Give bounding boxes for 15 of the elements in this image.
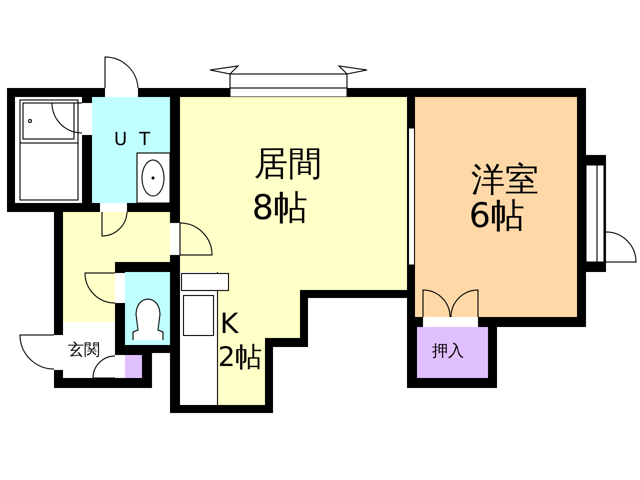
counter-top (180, 272, 228, 290)
room-label: 玄関 (68, 342, 100, 358)
room-label: 押入 (432, 343, 464, 359)
closet (417, 327, 488, 378)
room-label: UT (114, 131, 162, 149)
room-label: 洋室 (471, 163, 539, 197)
entrance (63, 322, 115, 378)
stove (183, 295, 214, 336)
room-size: 2帖 (218, 344, 262, 371)
room-size: 8帖 (252, 191, 308, 225)
room-label: 居間 (254, 147, 322, 181)
storage-space (125, 355, 142, 378)
room-label: K (220, 310, 238, 338)
bedroom (415, 97, 577, 317)
room-size: 6帖 (469, 199, 525, 233)
